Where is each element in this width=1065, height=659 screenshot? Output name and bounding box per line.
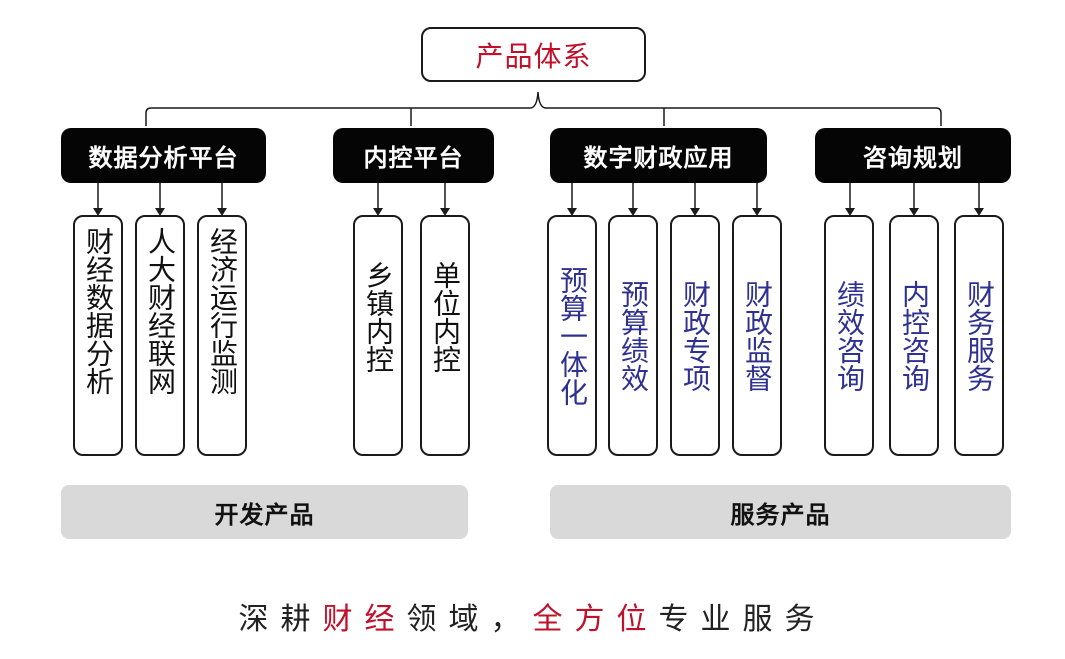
leaf-label: 人大财经联网 [144,227,177,395]
slogan-highlight: 财经 [322,602,407,637]
leaf-label: 财政专项 [679,279,712,392]
category-label: 数字财政应用 [583,144,734,172]
group-service-products: 服务产品 [550,485,1011,539]
slogan-highlight: 全方位 [532,602,659,637]
leaf-label: 财经数据分析 [82,227,115,395]
leaf-node: 财政专项 [670,215,720,456]
leaf-node: 人大财经联网 [135,215,185,456]
leaf-node: 绩效咨询 [824,215,874,456]
leaf-node: 乡镇内控 [353,215,403,456]
root-node: 产品体系 [421,27,646,82]
leaf-label: 经济运行监测 [206,227,239,395]
leaf-node: 财政监督 [732,215,782,456]
leaf-label: 内控咨询 [898,279,931,392]
leaf-label: 预算一体化 [556,265,589,406]
category-digital-finance: 数字财政应用 [550,128,767,183]
leaf-label: 财务服务 [963,279,996,392]
group-development-products: 开发产品 [61,485,468,539]
leaf-node: 预算绩效 [608,215,658,456]
slogan-part: 领域， [406,602,533,637]
leaf-label: 绩效咨询 [833,279,866,392]
group-label: 服务产品 [730,500,831,529]
group-label: 开发产品 [214,500,315,529]
leaf-node: 财务服务 [954,215,1004,456]
leaf-node: 单位内控 [420,215,470,456]
category-consulting: 咨询规划 [815,128,1011,183]
leaf-label: 财政监督 [741,279,774,392]
slogan-part: 深耕 [238,602,323,637]
category-label: 数据分析平台 [88,144,239,172]
category-label: 咨询规划 [863,144,963,172]
leaf-label: 预算绩效 [617,279,650,392]
category-data-analysis: 数据分析平台 [61,128,266,183]
root-label: 产品体系 [475,39,592,73]
category-internal-control: 内控平台 [333,128,494,183]
leaf-node: 内控咨询 [889,215,939,456]
category-label: 内控平台 [363,144,464,172]
leaf-label: 单位内控 [429,261,462,373]
leaf-label: 乡镇内控 [362,261,395,373]
footer-slogan: 深耕财经领域，全方位专业服务 [0,594,1065,638]
leaf-node: 财经数据分析 [73,215,123,456]
slogan-part: 专业服务 [658,602,827,637]
leaf-node: 预算一体化 [547,215,597,456]
leaf-node: 经济运行监测 [197,215,247,456]
